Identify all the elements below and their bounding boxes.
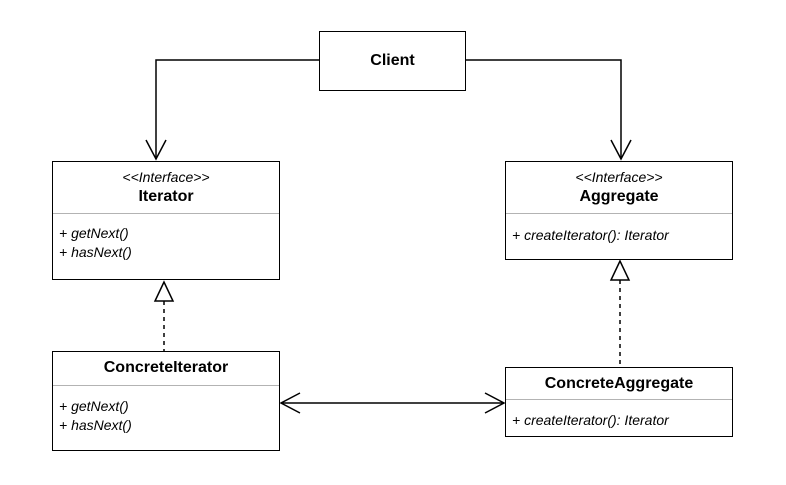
concrete-aggregate-operation: + createIterator(): Iterator [512,412,669,428]
iterator-divider [53,213,279,214]
concrete-aggregate-box[interactable]: ConcreteAggregate + createIterator(): It… [505,367,733,437]
aggregate-interface-box[interactable]: <<Interface>> Aggregate + createIterator… [505,161,733,260]
concrete-iterator-operation: + hasNext() [59,417,132,433]
iterator-class-name: Iterator [138,188,194,205]
concrete-iterator-box[interactable]: ConcreteIterator + getNext() + hasNext() [52,351,280,451]
iterator-operation: + getNext() [59,225,129,241]
concrete-aggregate-divider [506,399,732,400]
client-to-iterator-line [155,59,319,159]
bidirectional-right-arrowhead [484,392,506,414]
aggregate-operation: + createIterator(): Iterator [512,227,669,243]
iterator-operation: + hasNext() [59,244,132,260]
concrete-iterator-divider [53,385,279,386]
client-class-name: Client [370,52,415,69]
iterator-realization-triangle [153,280,175,302]
aggregate-realization-triangle [609,259,631,281]
aggregate-divider [506,213,732,214]
iterator-header: <<Interface>> Iterator [53,162,279,206]
aggregate-class-name: Aggregate [579,188,659,205]
concrete-iterator-operation: + getNext() [59,398,129,414]
iterator-stereotype: <<Interface>> [122,169,210,185]
client-to-iterator-arrowhead [145,139,167,161]
concrete-aggregate-class-name: ConcreteAggregate [544,375,694,392]
concrete-iterator-header: ConcreteIterator [53,352,279,377]
aggregate-stereotype: <<Interface>> [575,169,663,185]
aggregate-header: <<Interface>> Aggregate [506,162,732,206]
concrete-aggregate-header: ConcreteAggregate [506,368,732,393]
client-to-aggregate-line [466,59,622,159]
concrete-aggregate-operations: + createIterator(): Iterator [512,411,726,430]
client-class-box[interactable]: Client [319,31,466,91]
iterator-interface-box[interactable]: <<Interface>> Iterator + getNext() + has… [52,161,280,280]
concrete-iterator-class-name: ConcreteIterator [103,359,229,376]
iterator-operations: + getNext() + hasNext() [59,224,273,262]
bidirectional-left-arrowhead [279,392,301,414]
aggregate-operations: + createIterator(): Iterator [512,226,726,245]
client-to-aggregate-arrowhead [610,139,632,161]
concrete-iterator-operations: + getNext() + hasNext() [59,397,273,435]
